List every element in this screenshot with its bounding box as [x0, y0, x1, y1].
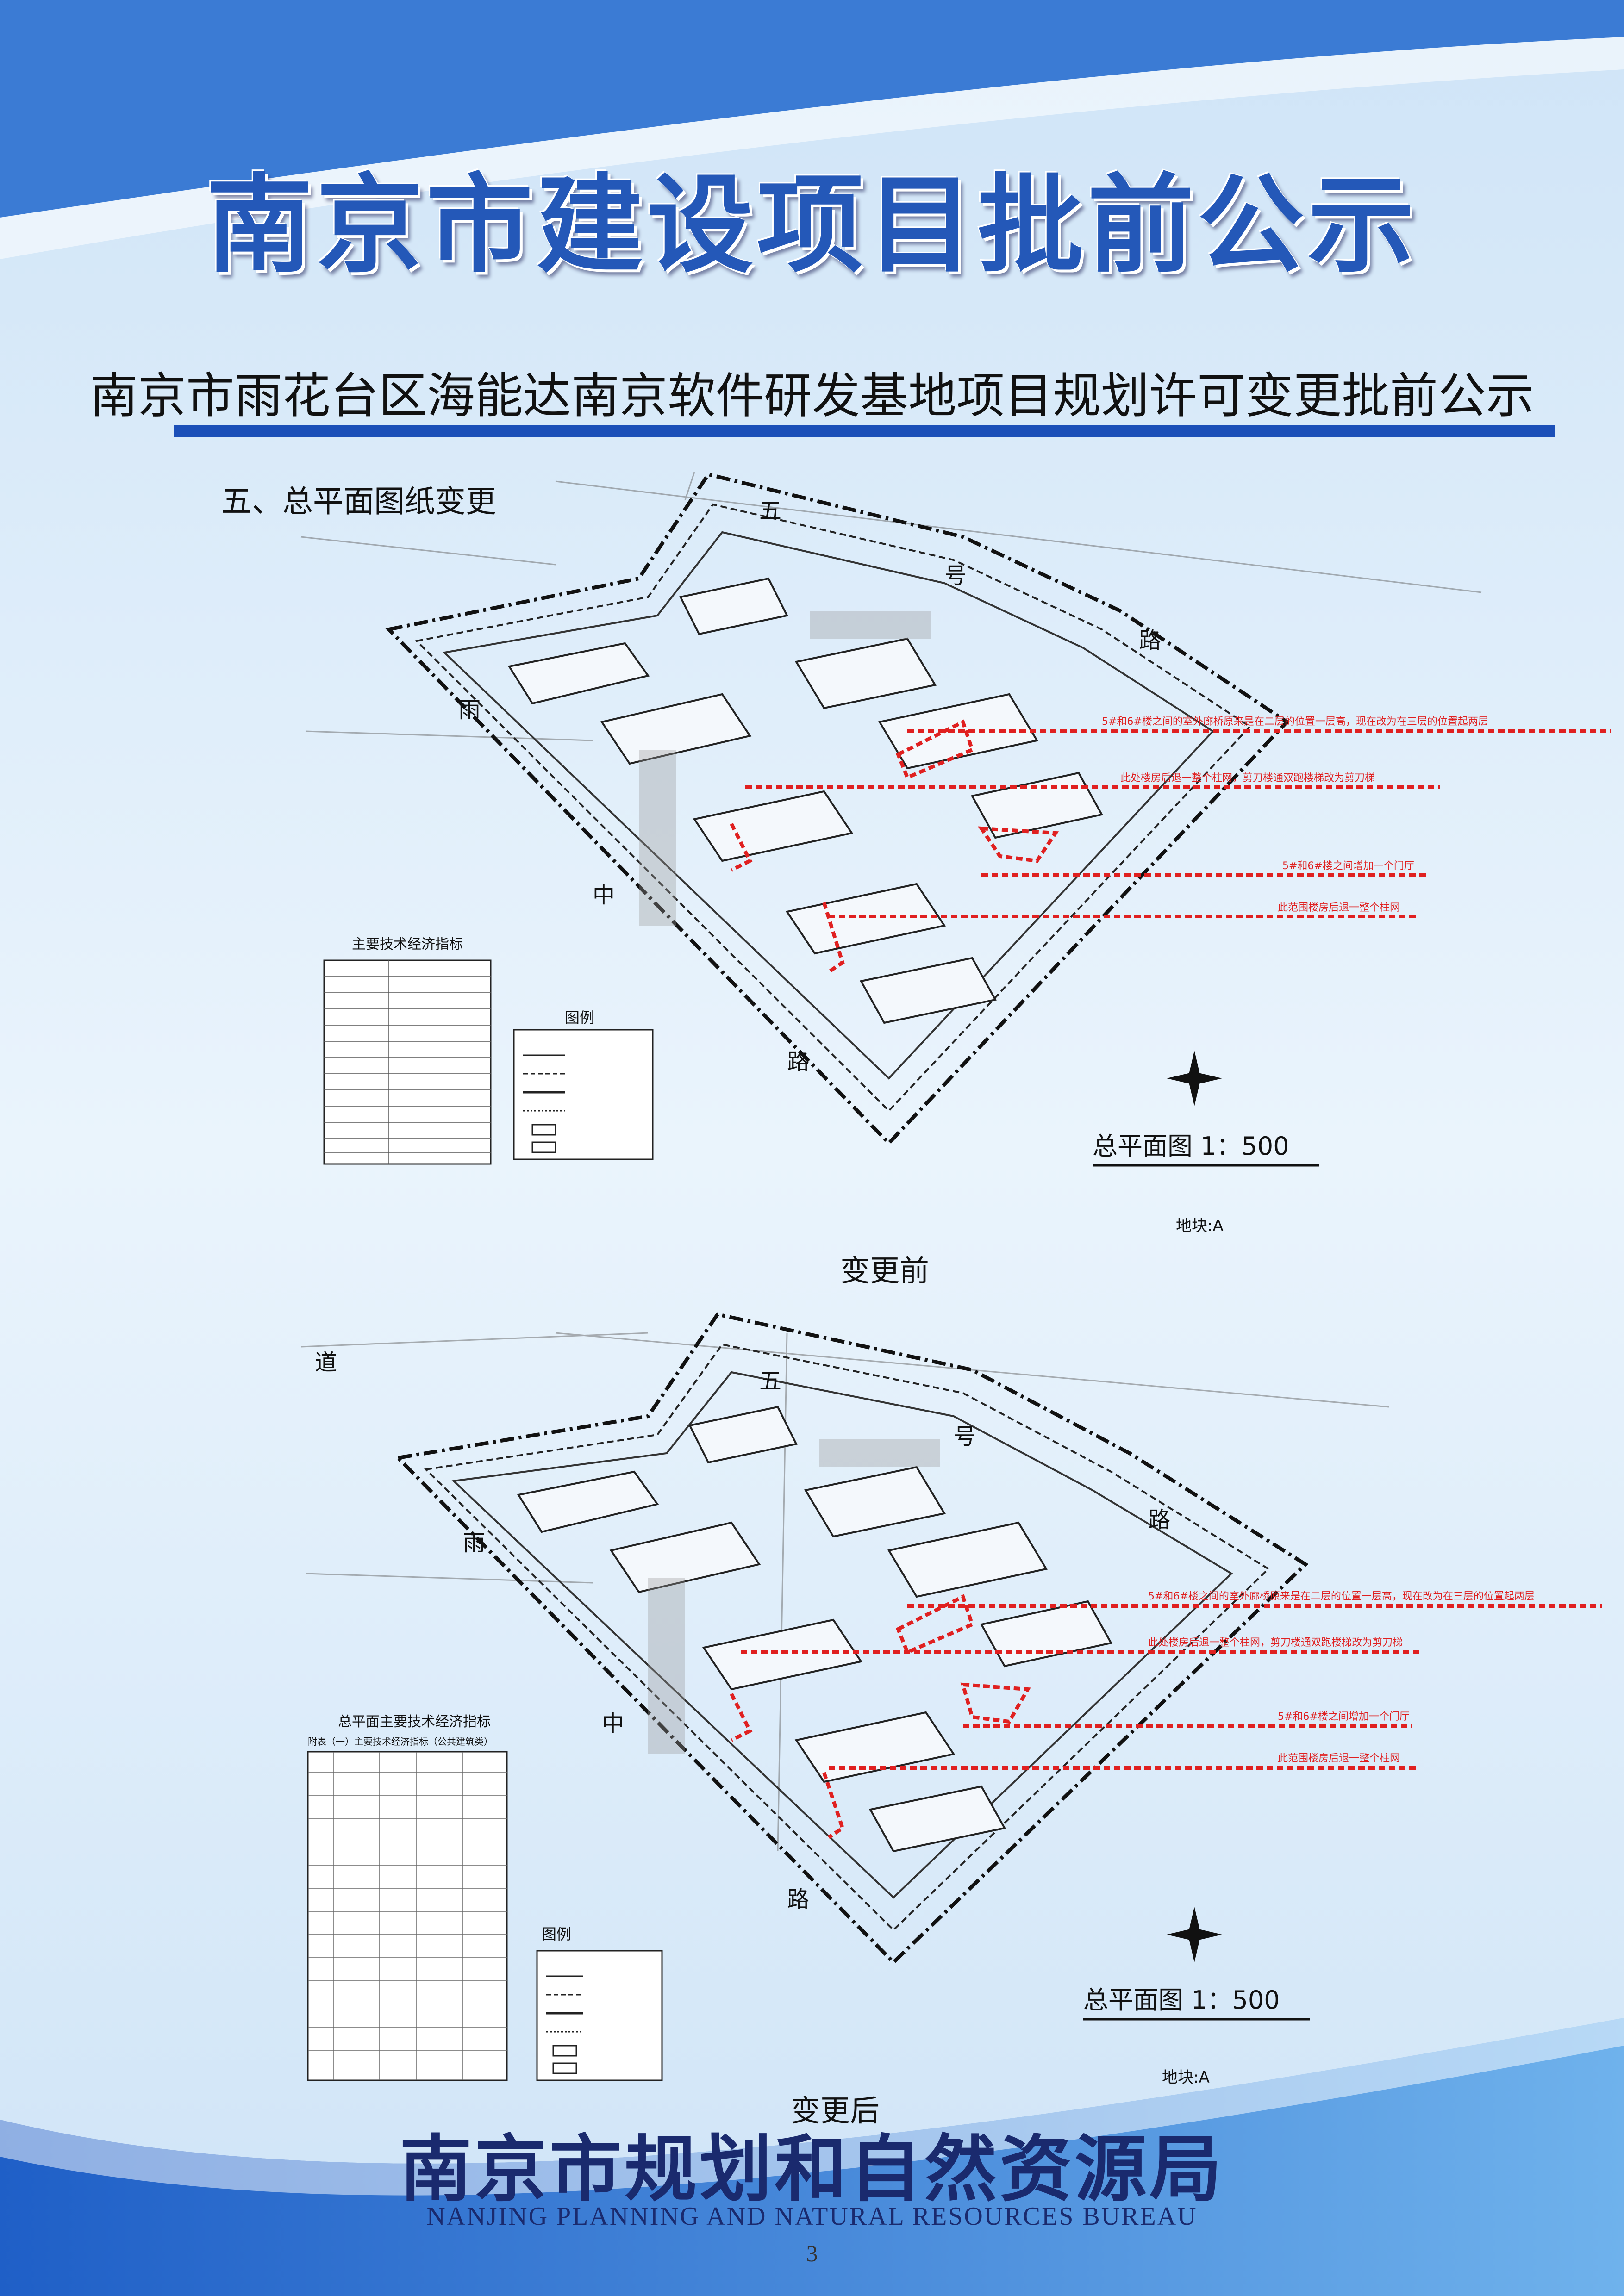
stats-subtitle: 附表（一）主要技术经济指标（公共建筑类） — [308, 1736, 493, 1747]
road-label: 中 — [602, 1711, 624, 1736]
block-label: 地块:A — [1162, 2068, 1210, 2087]
annotation-text: 此范围楼房后退一整个柱网 — [1278, 902, 1400, 914]
annotation-text: 此处楼房后退一整个柱网，剪刀楼通双跑楼梯改为剪刀梯 — [1148, 1637, 1403, 1649]
site-boundary-before — [385, 472, 1290, 1146]
site-boundary-after — [394, 1312, 1309, 1965]
road-label: 路 — [787, 1049, 809, 1075]
caption-before: 变更前 — [840, 1254, 929, 1288]
annotation-text: 此处楼房后退一整个柱网，剪刀楼通双跑楼梯改为剪刀梯 — [1120, 772, 1375, 784]
road-label: 道 — [315, 1350, 337, 1375]
road-label: 路 — [1139, 628, 1161, 653]
north-arrow-after — [1167, 1907, 1222, 1962]
north-arrow-before — [1167, 1051, 1222, 1106]
stats-table-after: 总平面主要技术经济指标 附表（一）主要技术经济指标（公共建筑类） — [307, 1714, 508, 2081]
road-label: 五 — [759, 498, 781, 524]
footer-organization-english: NANJING PLANNING AND NATURAL RESOURCES B… — [426, 2202, 1198, 2231]
legend-title: 图例 — [542, 1925, 571, 1943]
road-label: 号 — [944, 563, 967, 589]
main-title: 南京市建设项目批前公示 — [206, 162, 1418, 287]
section-heading: 五、总平面图纸变更 — [221, 484, 496, 519]
footer-organization: 南京市规划和自然资源局 — [400, 2127, 1224, 2211]
legend-before: 图例 — [513, 1009, 654, 1160]
stats-title: 总平面主要技术经济指标 — [338, 1714, 491, 1730]
plan-title: 总平面图 1：500 — [1083, 1985, 1280, 2015]
page-number: 3 — [806, 2240, 818, 2266]
plan-title: 总平面图 1：500 — [1093, 1132, 1289, 1161]
legend-after: 图例 — [536, 1925, 663, 2081]
road-label: 路 — [1148, 1507, 1170, 1533]
stats-title: 主要技术经济指标 — [352, 936, 463, 952]
road-label: 雨 — [458, 697, 481, 723]
annotation-text: 5#和6#楼之间增加一个门厅 — [1282, 860, 1414, 872]
subtitle: 南京市雨花台区海能达南京软件研发基地项目规划许可变更批前公示 — [89, 367, 1534, 424]
annotation-text: 5#和6#楼之间的室外廊桥原来是在二层的位置一层高，现在改为在三层的位置起两层 — [1102, 716, 1488, 728]
annotation-text: 5#和6#楼之间的室外廊桥原来是在二层的位置一层高，现在改为在三层的位置起两层 — [1148, 1591, 1535, 1602]
annotation-text: 此范围楼房后退一整个柱网 — [1278, 1753, 1400, 1764]
caption-after: 变更后 — [791, 2094, 880, 2128]
stats-table-before: 主要技术经济指标 — [323, 936, 492, 1165]
title-underline-bar — [174, 425, 1555, 437]
block-label: 地块:A — [1176, 1217, 1224, 1235]
road-label: 号 — [954, 1424, 976, 1450]
road-label: 路 — [787, 1886, 809, 1912]
road-label: 五 — [759, 1368, 781, 1394]
road-label: 中 — [593, 882, 615, 908]
annotation-text: 5#和6#楼之间增加一个门厅 — [1278, 1711, 1410, 1723]
road-label: 雨 — [463, 1530, 485, 1556]
legend-title: 图例 — [565, 1009, 594, 1027]
